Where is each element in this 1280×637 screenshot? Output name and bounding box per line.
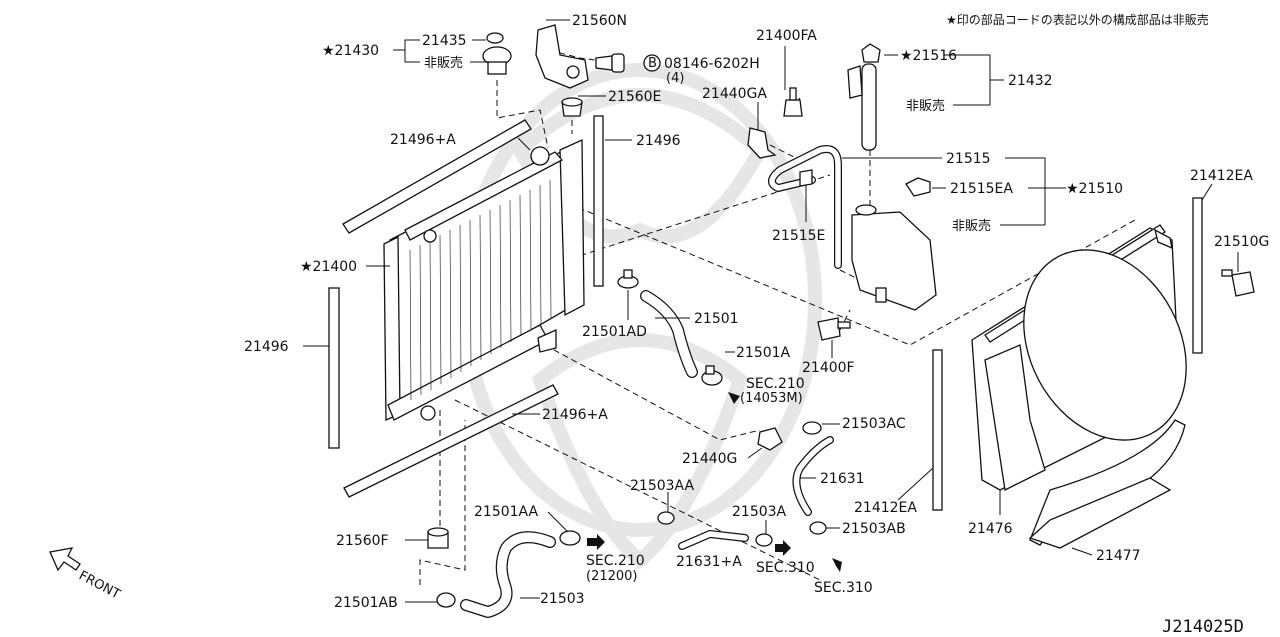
clamp-21503A (755, 533, 773, 547)
part-labels: ★印の部品コードの表記以外の構成部品は非販売 ★21430 21435 非販売 … (76, 12, 1269, 637)
bolt-21510G (1221, 269, 1255, 297)
label-08146-qty: (4) (666, 71, 684, 86)
label-21631: 21631 (820, 471, 865, 487)
o-ring-21435 (486, 32, 504, 44)
clamp-21503AA (657, 511, 675, 525)
label-21412EA-bottom: 21412EA (854, 500, 917, 516)
label-21515E: 21515E (772, 228, 825, 244)
label-21501AB: 21501AB (334, 595, 398, 611)
label-21501AA: 21501AA (474, 504, 539, 520)
label-21400: ★21400 (300, 259, 357, 275)
leader-lines (303, 19, 1239, 603)
label-21503AB: 21503AB (842, 521, 906, 537)
label-21440GA: 21440GA (702, 86, 767, 102)
clamp-21503AC (802, 421, 822, 435)
label-21503A: 21503A (732, 504, 787, 520)
seal-21496A-bottom (343, 384, 559, 498)
arrow-sec310b (832, 558, 842, 572)
label-21516: ★21516 (900, 48, 957, 64)
label-21440G: 21440G (682, 451, 737, 467)
label-21503: 21503 (540, 591, 585, 607)
mount-rubber-21560F (427, 527, 449, 549)
seal-21496A-top (342, 119, 532, 234)
front-label: FRONT (76, 568, 122, 602)
label-21560F: 21560F (336, 533, 389, 549)
label-21501A: 21501A (736, 345, 791, 361)
label-21501AD: 21501AD (582, 324, 647, 340)
label-21432: 21432 (1008, 73, 1053, 89)
label-sec210b: SEC.210 (586, 553, 645, 569)
label-21430-nonsale: 非販売 (424, 55, 463, 71)
label-08146: 08146-6202H (664, 56, 760, 72)
diagram-code: J214025D (1162, 617, 1244, 637)
filler-tube-21432 (847, 63, 877, 151)
seal-21412EA-bottom (932, 349, 943, 511)
label-21430: ★21430 (322, 43, 379, 59)
clamp-21501AD (617, 269, 639, 289)
label-sec210a: SEC.210 (746, 376, 805, 392)
seal-21496-left (328, 287, 340, 449)
label-21400FA: 21400FA (756, 28, 817, 44)
clamp-21501AA (559, 530, 581, 546)
label-21496-left: 21496 (244, 339, 289, 355)
label-21510G: 21510G (1214, 234, 1269, 250)
label-sec310b: SEC.310 (814, 580, 873, 596)
label-sec310a: SEC.310 (756, 560, 815, 576)
lower-hose-21503 (460, 531, 556, 618)
mount-rubber-21560E (561, 97, 583, 117)
label-21631A: 21631+A (676, 554, 742, 570)
front-arrow (49, 547, 81, 572)
bolt-21400F (817, 317, 851, 341)
label-21515: 21515 (946, 151, 991, 167)
label-21501: 21501 (694, 311, 739, 327)
bracket-21560N (535, 24, 589, 89)
reservoir-cap-21516 (861, 43, 881, 63)
label-21503AA: 21503AA (630, 478, 695, 494)
seal-21496-top (593, 115, 604, 287)
label-21503AC: 21503AC (842, 416, 906, 432)
radiator-21400 (383, 138, 585, 421)
label-21400F: 21400F (802, 360, 855, 376)
label-21432-nonsale: 非販売 (906, 98, 945, 114)
bolt-type-mark: B (648, 56, 657, 71)
upper-hose-21501 (640, 290, 698, 378)
header-note: ★印の部品コードの表記以外の構成部品は非販売 (946, 12, 1209, 27)
clip-21515EA (905, 177, 931, 197)
hose-21631A (678, 529, 749, 550)
clamp-21501AB (436, 592, 456, 608)
label-21496A-bottom: 21496+A (542, 407, 608, 423)
label-21412EA-top: 21412EA (1190, 168, 1253, 184)
label-21435: 21435 (422, 33, 467, 49)
label-21560E: 21560E (608, 89, 661, 105)
label-21515EA: 21515EA (950, 181, 1013, 197)
fan-shroud-21476 (971, 224, 1187, 491)
seal-21412EA-top (1192, 197, 1203, 354)
label-21496A-top: 21496+A (390, 132, 456, 148)
label-21510-nonsale: 非販売 (952, 218, 991, 234)
radiator-cap-21430 (482, 46, 512, 75)
bolt-08146: B (595, 53, 661, 73)
fan-shroud-lower-21477 (1028, 419, 1186, 549)
label-21510: ★21510 (1066, 181, 1123, 197)
hose-21631 (792, 436, 834, 516)
label-21476: 21476 (968, 521, 1013, 537)
label-21560N: 21560N (572, 13, 627, 29)
clip-21440G (757, 427, 783, 451)
clamp-21503AB (809, 521, 827, 535)
label-sec210b-sub: (21200) (586, 569, 638, 584)
overflow-hose-21515 (768, 145, 842, 269)
arrow-sec210a (728, 392, 740, 404)
clip-21440GA (747, 127, 777, 159)
clamp-21501A (701, 365, 723, 386)
arrow-sec210b (587, 534, 605, 550)
label-21477: 21477 (1096, 548, 1141, 564)
arrow-sec310a (775, 540, 791, 556)
bolt-21400FA (783, 87, 803, 117)
label-21496-top: 21496 (636, 133, 681, 149)
reservoir-tank-21510 (851, 204, 937, 311)
label-sec210a-sub: (14053M) (740, 391, 803, 406)
